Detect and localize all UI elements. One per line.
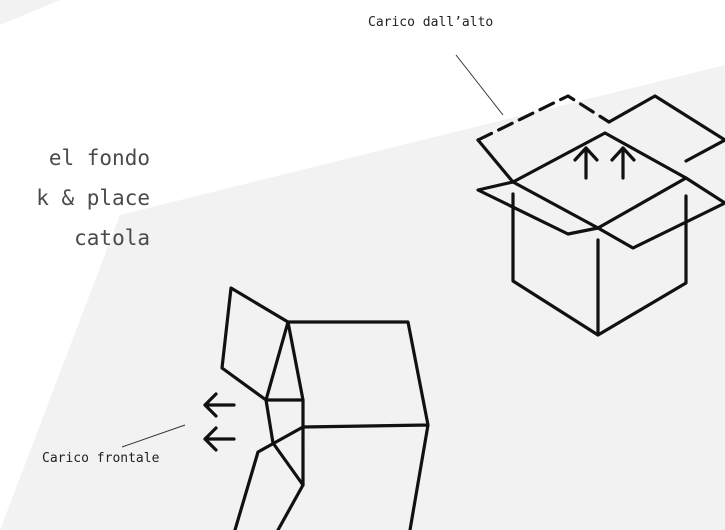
description-line-3: catola bbox=[74, 226, 150, 250]
front-box-lower-flap bbox=[233, 425, 305, 530]
up-arrow-right bbox=[610, 146, 636, 180]
front-load-leader-line bbox=[121, 424, 186, 448]
front-box-body bbox=[264, 320, 430, 530]
open-box-top-load-icon bbox=[476, 94, 725, 337]
top-box-dashed-flap bbox=[476, 94, 611, 142]
description-line-2: k & place bbox=[36, 186, 150, 210]
top-box-right-flap bbox=[607, 94, 725, 163]
front-box-opening bbox=[264, 320, 305, 487]
top-box-body bbox=[511, 192, 688, 337]
top-load-leader-line bbox=[455, 54, 504, 116]
arrow-left-icon bbox=[203, 392, 236, 452]
front-load-label: Carico frontale bbox=[42, 451, 160, 466]
top-box-front-right-flap bbox=[596, 176, 725, 250]
description-text: el fondo k & place catola bbox=[36, 138, 150, 258]
top-box-front-left-flap bbox=[476, 138, 600, 236]
left-arrow-bottom bbox=[203, 426, 236, 452]
description-line-1: el fondo bbox=[48, 146, 150, 170]
top-load-label: Carico dall’alto bbox=[368, 15, 494, 30]
left-arrow-top bbox=[203, 392, 236, 418]
background-panel-top bbox=[0, 0, 60, 25]
arrow-up-icon bbox=[573, 146, 636, 180]
up-arrow-left bbox=[573, 146, 599, 180]
background-panel-bottom bbox=[0, 65, 725, 530]
open-box-front-load-icon bbox=[220, 286, 430, 530]
front-box-upper-flap bbox=[220, 286, 290, 402]
